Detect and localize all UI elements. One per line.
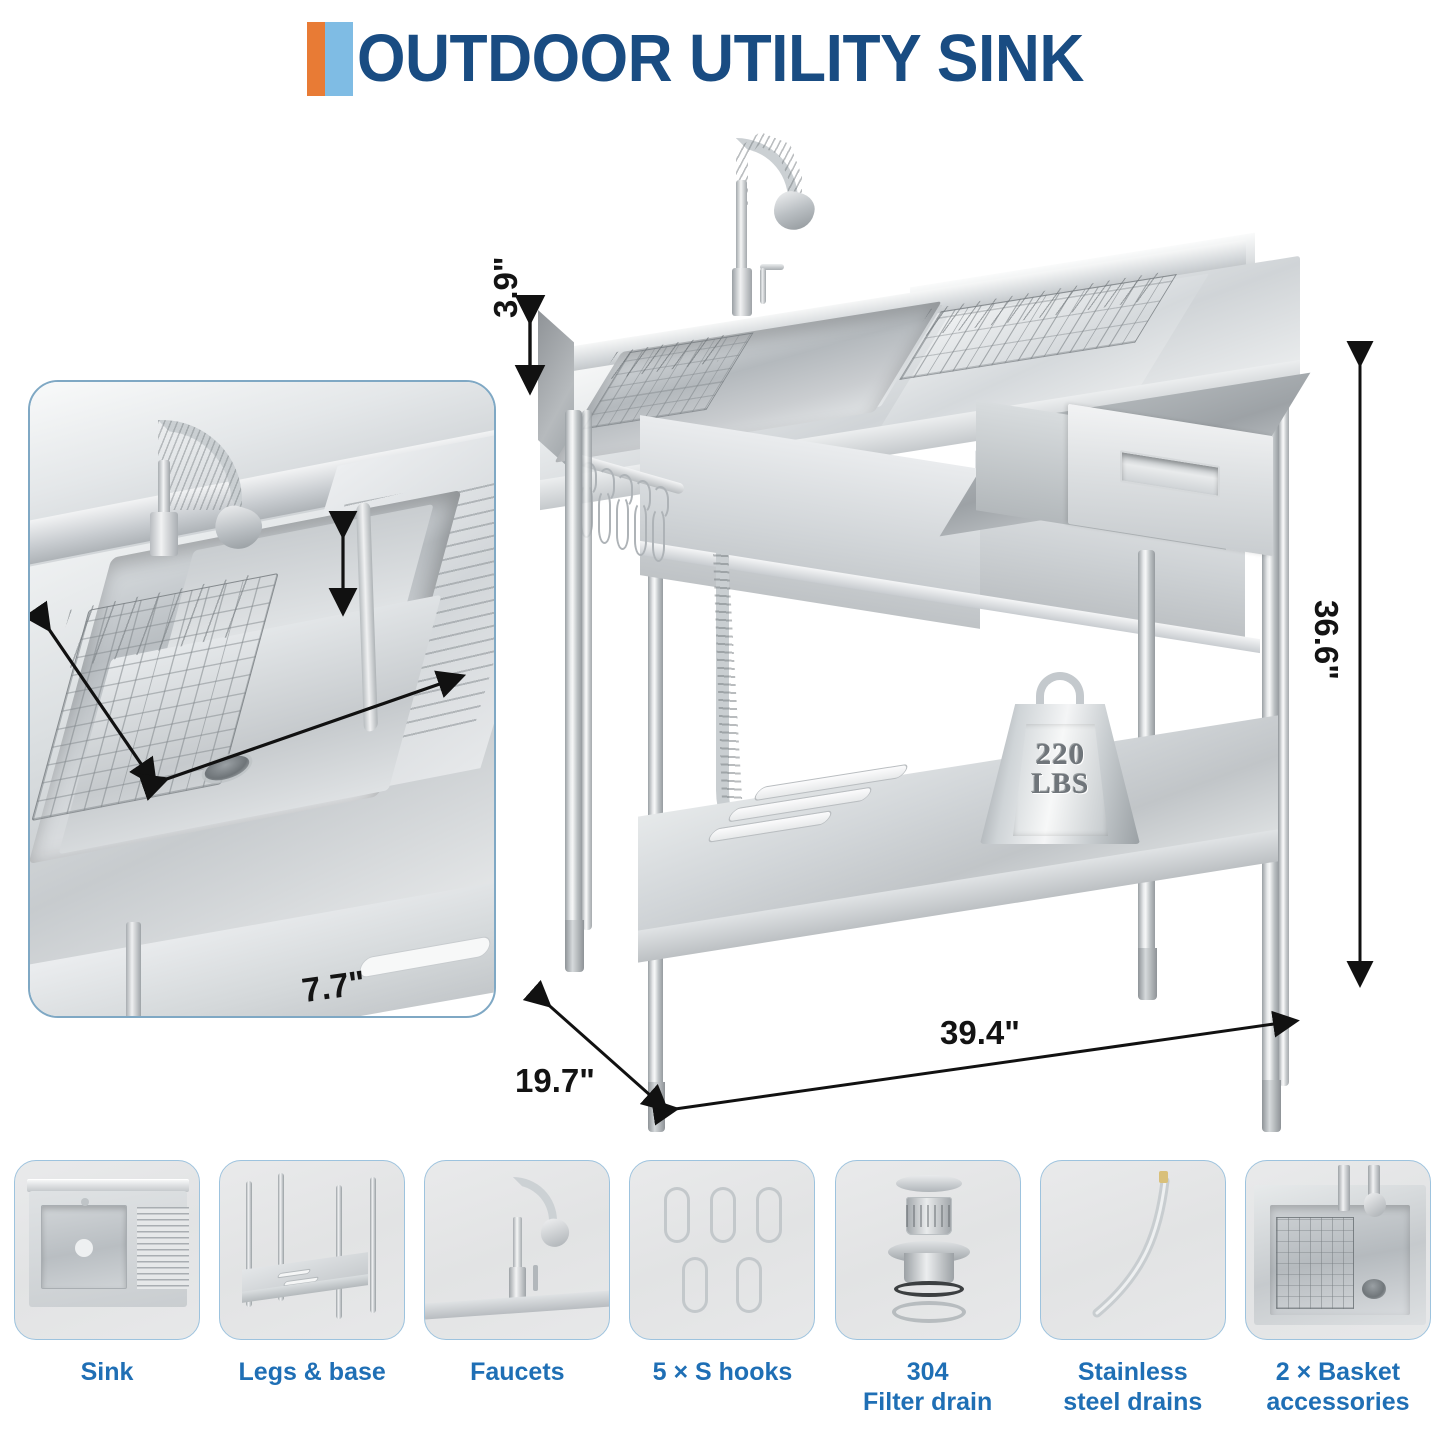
title-text: OUTDOOR UTILITY SINK [356,21,1084,96]
component-item-faucets: Faucets [424,1160,611,1430]
weight-handle [1036,672,1084,718]
faucet-base [150,512,178,556]
foot-front-left [565,920,584,972]
s-hook [597,468,615,544]
component-thumbnail [219,1160,406,1340]
leg-front-left [565,410,582,930]
component-thumbnail [1244,1160,1431,1340]
component-label: Faucets [470,1358,565,1386]
weight-unit: LBS [1031,767,1090,800]
title-accent-bars [306,22,353,96]
orange-accent-bar [306,22,325,96]
included-components-strip: Sink Legs & base [0,1160,1445,1430]
component-thumbnail [629,1160,816,1340]
component-label: 304 Filter drain [863,1358,993,1416]
basin-detail-callout: 7.7" 15.2" 15.6" [28,380,496,1018]
dimension-backsplash-height: 3.9" [487,256,524,318]
component-thumbnail [424,1160,611,1340]
faucet-base-main [732,268,752,316]
basin-detail-illustration: 7.7" 15.2" 15.6" [30,382,494,1016]
page-title: OUTDOOR UTILITY SINK [0,22,1445,96]
weight-plate [1013,724,1108,836]
foot-front-right [1138,948,1157,1000]
faucet-lever [760,268,766,304]
component-item-sink: Sink [14,1160,200,1430]
s-hook [651,486,669,562]
faucet-stem-main [736,180,747,276]
dimension-overall-width: 39.4" [940,1014,1020,1051]
component-item-basket-accessories: 2 × Basket accessories [1244,1160,1431,1430]
s-hook [633,480,651,556]
faucet-lever-top [760,264,784,270]
component-thumbnail [1039,1160,1226,1340]
component-item-filter-drain: 304 Filter drain [834,1160,1021,1430]
callout-leg [126,922,141,1016]
dimension-overall-height: 36.6" [1308,600,1345,680]
component-item-steel-drains: Stainless steel drains [1039,1160,1226,1430]
weight-number: 220 [1035,736,1086,771]
component-label: 2 × Basket accessories [1266,1358,1410,1416]
faucet-stem [158,460,170,522]
component-label: Stainless steel drains [1063,1358,1203,1416]
component-label: Legs & base [238,1358,386,1386]
component-label: Sink [80,1358,134,1386]
weight-label: 220 LBS [1013,738,1108,799]
component-label: 5 × S hooks [652,1358,793,1386]
leg-front-left-inner [582,410,592,930]
s-hook [615,474,633,550]
component-thumbnail [834,1160,1021,1340]
component-item-s-hooks: 5 × S hooks [629,1160,816,1430]
blue-accent-bar [324,22,353,96]
foot-back-right [1262,1080,1281,1132]
foot-back-left [648,1082,665,1132]
dimension-overall-depth: 19.7" [515,1062,595,1099]
product-illustration: 220 LBS [520,120,1400,1132]
component-thumbnail [14,1160,200,1340]
component-item-legs-base: Legs & base [219,1160,406,1430]
steel-drain-hose-icon [1041,1171,1225,1339]
leg-back-right-inner [1279,396,1289,1086]
